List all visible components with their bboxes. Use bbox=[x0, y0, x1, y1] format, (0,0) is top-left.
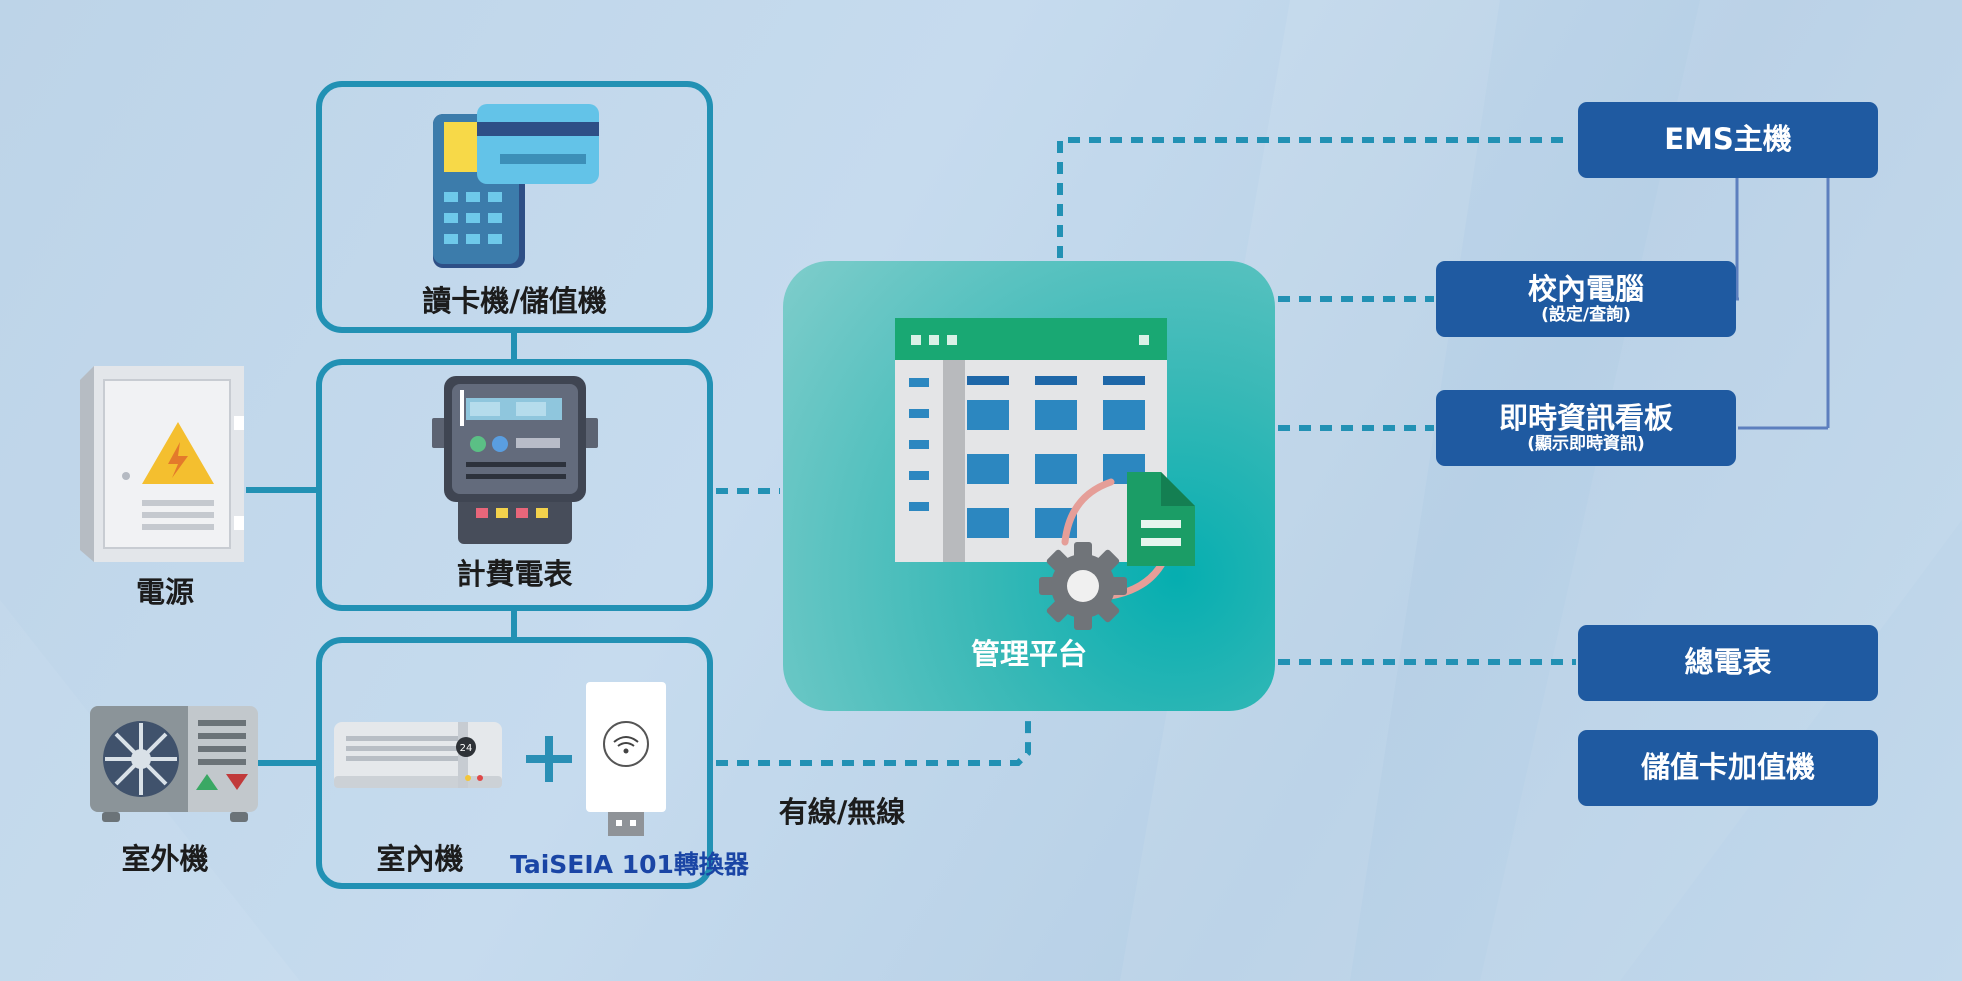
card-reader-frame bbox=[316, 81, 713, 333]
converter-label: TaiSEIA 101轉換器 bbox=[510, 850, 749, 879]
card-reader-icon bbox=[433, 104, 599, 268]
connection-label: 有線/無線 bbox=[778, 795, 906, 829]
svg-text:24: 24 bbox=[460, 743, 473, 754]
electric-panel-icon bbox=[80, 366, 244, 562]
dashboard-gear-icon bbox=[895, 318, 1195, 630]
usb-wifi-dongle-icon bbox=[586, 682, 666, 836]
outdoor-unit-icon bbox=[90, 706, 258, 822]
main-meter-title: 總電表 bbox=[1684, 645, 1772, 680]
dashboard-subtitle: (顯示即時資訊) bbox=[1527, 434, 1645, 455]
dashboard-title: 即時資訊看板 bbox=[1498, 400, 1673, 435]
outdoor-label: 室外機 bbox=[121, 842, 209, 876]
indoor-frame bbox=[316, 637, 713, 889]
indoor-unit-icon: 24 bbox=[334, 722, 502, 788]
topup-machine-title: 儲值卡加值機 bbox=[1640, 750, 1815, 785]
dashboard-box: 即時資訊看板 (顯示即時資訊) bbox=[1436, 390, 1736, 466]
meter-frame bbox=[316, 359, 713, 611]
plus-icon bbox=[526, 736, 572, 782]
smart-meter-icon bbox=[432, 376, 598, 544]
ems-host-title: EMS主機 bbox=[1664, 122, 1792, 157]
campus-pc-title: 校內電腦 bbox=[1527, 271, 1644, 306]
ems-host-box: EMS主機 bbox=[1578, 102, 1878, 178]
management-platform: 管理平台 bbox=[783, 261, 1275, 711]
indoor-label: 室內機 bbox=[376, 842, 464, 876]
meter-label: 計費電表 bbox=[456, 557, 573, 591]
topup-machine-box: 儲值卡加值機 bbox=[1578, 730, 1878, 806]
main-meter-box: 總電表 bbox=[1578, 625, 1878, 701]
platform-label: 管理平台 bbox=[970, 637, 1087, 671]
campus-pc-box: 校內電腦 (設定/查詢) bbox=[1436, 261, 1736, 337]
power-label: 電源 bbox=[135, 575, 194, 609]
campus-pc-subtitle: (設定/查詢) bbox=[1541, 305, 1631, 326]
card-reader-label: 讀卡機/儲值機 bbox=[422, 284, 607, 318]
